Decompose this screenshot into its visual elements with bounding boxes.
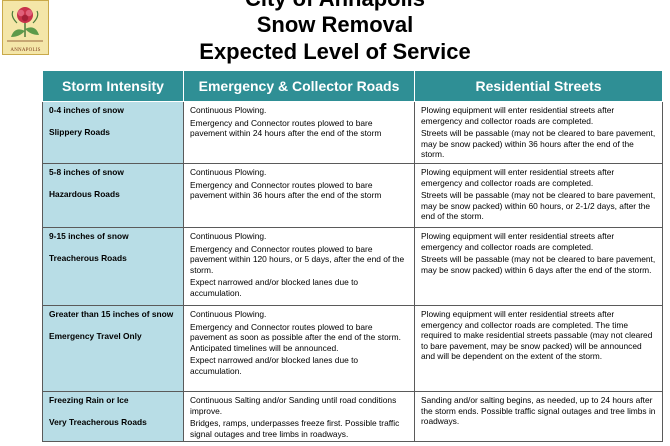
residential-streets-cell: Plowing equipment will enter residential… <box>414 305 663 392</box>
snow-amount: 5-8 inches of snow <box>49 167 124 177</box>
road-condition: Emergency Travel Only <box>49 330 142 341</box>
emergency-text: Emergency and Connector routes plowed to… <box>190 179 382 201</box>
city-seal-icon <box>7 7 43 42</box>
residential-streets-cell: Plowing equipment will enter residential… <box>414 101 663 164</box>
residential-text: Plowing equipment will enter residential… <box>421 105 615 126</box>
table-row: Freezing Rain or Ice Very Treacherous Ro… <box>42 390 663 443</box>
title-snow-removal: Snow Removal <box>256 12 414 37</box>
emergency-text: Emergency and Connector routes plowed to… <box>190 243 405 275</box>
residential-text: Plowing equipment will enter residential… <box>421 167 615 188</box>
road-condition: Treacherous Roads <box>49 252 127 263</box>
residential-streets-cell: Sanding and/or salting begins, as needed… <box>414 390 663 443</box>
level-of-service-table: Storm Intensity Emergency & Collector Ro… <box>42 70 663 443</box>
residential-text: Streets will be passable (may not be cle… <box>421 254 656 275</box>
road-condition: Hazardous Roads <box>49 188 120 199</box>
residential-text: Sanding and/or salting begins, as needed… <box>421 395 656 427</box>
storm-intensity-cell: 9-15 inches of snow Treacherous Roads <box>42 227 184 306</box>
title-city: City of Annapolis <box>0 0 670 12</box>
residential-text: Streets will be passable (may not be cle… <box>421 128 656 160</box>
header-storm-intensity: Storm Intensity <box>42 70 184 102</box>
snow-amount: 0-4 inches of snow <box>49 105 124 115</box>
emergency-text: Bridges, ramps, underpasses freeze first… <box>190 418 400 439</box>
emergency-text: Emergency and Connector routes plowed to… <box>190 321 401 353</box>
residential-text: Streets will be passable (may not be cle… <box>421 190 656 222</box>
emergency-text: Continuous Plowing. <box>190 309 267 319</box>
snow-amount: Greater than 15 inches of snow <box>49 309 174 319</box>
emergency-roads-cell: Continuous Plowing. Emergency and Connec… <box>183 101 415 164</box>
storm-intensity-cell: 5-8 inches of snow Hazardous Roads <box>42 163 184 228</box>
table-row: Greater than 15 inches of snow Emergency… <box>42 305 663 392</box>
residential-streets-cell: Plowing equipment will enter residential… <box>414 227 663 306</box>
city-seal-logo: ANNAPOLIS <box>2 0 49 55</box>
logo-text: ANNAPOLIS <box>10 48 41 53</box>
emergency-text: Emergency and Connector routes plowed to… <box>190 117 382 139</box>
emergency-roads-cell: Continuous Plowing. Emergency and Connec… <box>183 227 415 306</box>
table-header-row: Storm Intensity Emergency & Collector Ro… <box>42 70 663 102</box>
emergency-text: Continuous Plowing. <box>190 231 267 241</box>
title-level-of-service: Expected Level of Service <box>199 39 471 64</box>
emergency-text: Continuous Salting and/or Sanding until … <box>190 395 397 416</box>
emergency-text: Continuous Plowing. <box>190 167 267 177</box>
residential-streets-cell: Plowing equipment will enter residential… <box>414 163 663 228</box>
residential-text: Plowing equipment will enter residential… <box>421 231 615 252</box>
snow-amount: 9-15 inches of snow <box>49 231 129 241</box>
road-condition: Very Treacherous Roads <box>49 416 147 427</box>
header-emergency-collector-roads: Emergency & Collector Roads <box>183 70 415 102</box>
emergency-text: Expect narrowed and/or blocked lanes due… <box>190 277 359 298</box>
table-row: 0-4 inches of snow Slippery Roads Contin… <box>42 101 663 164</box>
storm-intensity-cell: 0-4 inches of snow Slippery Roads <box>42 101 184 164</box>
emergency-roads-cell: Continuous Plowing. Emergency and Connec… <box>183 163 415 228</box>
emergency-roads-cell: Continuous Salting and/or Sanding until … <box>183 390 415 443</box>
emergency-text: Continuous Plowing. <box>190 105 267 115</box>
emergency-roads-cell: Continuous Plowing. Emergency and Connec… <box>183 305 415 392</box>
header-residential-streets: Residential Streets <box>414 70 663 102</box>
snow-amount: Freezing Rain or Ice <box>49 395 129 405</box>
residential-text: Plowing equipment will enter residential… <box>421 309 653 362</box>
emergency-text: Expect narrowed and/or blocked lanes due… <box>190 355 359 376</box>
table-row: 9-15 inches of snow Treacherous Roads Co… <box>42 227 663 306</box>
storm-intensity-cell: Freezing Rain or Ice Very Treacherous Ro… <box>42 390 184 443</box>
storm-intensity-cell: Greater than 15 inches of snow Emergency… <box>42 305 184 392</box>
road-condition: Slippery Roads <box>49 126 110 137</box>
table-row: 5-8 inches of snow Hazardous Roads Conti… <box>42 163 663 228</box>
